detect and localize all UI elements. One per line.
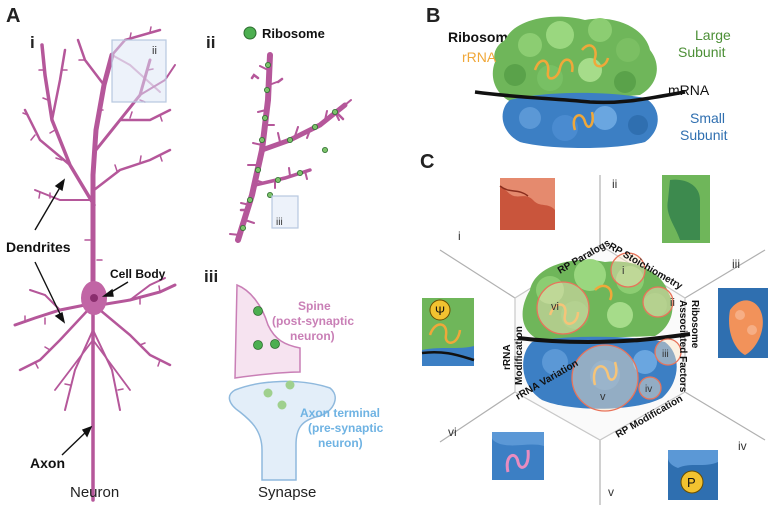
rrna-label: rRNA	[462, 49, 497, 65]
panel-a: A i ii iii	[6, 5, 384, 502]
spine-shape	[234, 283, 301, 379]
thumb-raf	[718, 288, 768, 358]
thumb-rp-modification: P	[668, 450, 718, 500]
site-label-v: v	[600, 391, 606, 403]
spine-label-1: Spine	[298, 299, 331, 313]
terminal-vesicle	[263, 388, 273, 398]
inset-box-ii	[111, 39, 167, 103]
inset-box-iii	[271, 195, 299, 229]
dendrite-zoom	[229, 52, 352, 243]
mrna-label: mRNA	[668, 82, 710, 98]
spine-label-3: neuron)	[290, 329, 335, 343]
large-label-1: Large	[695, 27, 731, 43]
site-label-ii: ii	[670, 297, 675, 309]
site-circles	[536, 252, 682, 412]
sub-label-ii: ii	[206, 33, 215, 52]
label-dendrites: Dendrites	[6, 239, 71, 255]
site-label-vi: vi	[551, 301, 559, 313]
small-label-1: Small	[690, 110, 725, 126]
sector-label-v: v	[608, 485, 614, 499]
panel-b-letter: B	[426, 5, 440, 27]
thumb-rrna-modification: Ψ	[421, 298, 475, 366]
terminal-label-2: (pre-synaptic	[308, 421, 384, 435]
terminal-label-1: Axon terminal	[300, 406, 380, 420]
thumb-rp-stoichiometry	[662, 175, 710, 243]
terminal-vesicle	[285, 380, 295, 390]
panel-c: C i ii i	[420, 151, 768, 505]
site-label-i: i	[622, 265, 624, 277]
panel-c-letter: C	[420, 151, 434, 173]
psi-icon: Ψ	[435, 304, 445, 318]
sector-label-vi: vi	[448, 425, 457, 439]
label-cell-body: Cell Body	[110, 267, 166, 281]
nucleus	[90, 294, 98, 302]
panel-b: B Ribosome rRNA Large Subunit mRNA Small…	[426, 5, 731, 148]
label-raf-1: Ribosome	[689, 300, 700, 349]
sector-label-iv: iv	[738, 439, 747, 453]
site-label-iii: iii	[662, 349, 669, 360]
spine-ribosome	[270, 339, 280, 349]
label-axon: Axon	[30, 455, 65, 471]
ribosome-legend-icon	[243, 26, 257, 40]
ribosome-title: Ribosome	[448, 29, 516, 45]
large-label-2: Subunit	[678, 44, 726, 60]
spine-ribosome	[253, 306, 263, 316]
panel-a-letter: A	[6, 5, 20, 27]
sector-label-iii: iii	[732, 257, 740, 271]
center-ribosome	[517, 259, 691, 409]
rrna-strands	[533, 44, 610, 131]
label-synapse: Synapse	[258, 484, 316, 501]
sector-label-i: i	[458, 229, 461, 243]
p-icon: P	[687, 475, 696, 490]
terminal-vesicle	[277, 400, 287, 410]
inset-iii-label: iii	[276, 217, 283, 228]
label-rrna-mod-2: Modification	[514, 326, 525, 385]
small-label-2: Subunit	[680, 127, 728, 143]
mrna-strand	[474, 90, 686, 105]
spine-ribosome	[253, 340, 263, 350]
label-neuron: Neuron	[70, 484, 119, 501]
legend-ribosome: Ribosome	[262, 26, 325, 41]
large-subunit	[492, 16, 657, 106]
axon-terminal-shape	[228, 380, 336, 481]
inset-ii-label: ii	[152, 45, 157, 57]
sector-dividers	[439, 175, 766, 505]
thumb-rrna-variation	[492, 432, 544, 480]
terminal-label-3: neuron)	[318, 436, 363, 450]
label-raf-2: Associated Factors	[677, 300, 688, 393]
ribosome-dots	[239, 62, 338, 231]
small-subunit	[502, 92, 658, 148]
sub-label-iii: iii	[204, 267, 218, 286]
sub-label-i: i	[30, 33, 35, 52]
thumb-rp-paralogs	[499, 178, 555, 230]
annotation-arrows	[34, 178, 129, 456]
spine-label-2: (post-synaptic	[272, 314, 354, 328]
label-rrna-mod-1: rRNA	[502, 344, 513, 370]
site-label-iv: iv	[645, 384, 652, 395]
sector-label-ii: ii	[612, 177, 617, 191]
